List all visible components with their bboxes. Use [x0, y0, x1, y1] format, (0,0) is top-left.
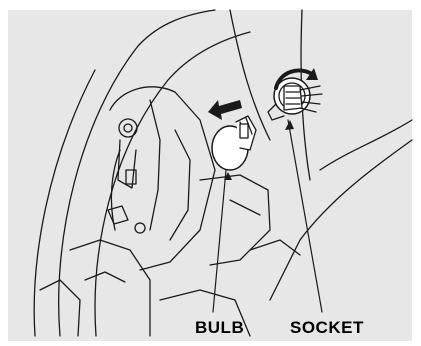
headlight-housing [40, 87, 300, 336]
socket-leader-line [288, 120, 322, 312]
body-panel-lines [34, 10, 412, 336]
bulb-leader-line [213, 170, 226, 312]
bulb-label: BULB [195, 318, 244, 338]
bulb-assembly [212, 116, 256, 170]
bulb-removal-arrow [208, 100, 242, 120]
socket-label: SOCKET [290, 318, 364, 338]
